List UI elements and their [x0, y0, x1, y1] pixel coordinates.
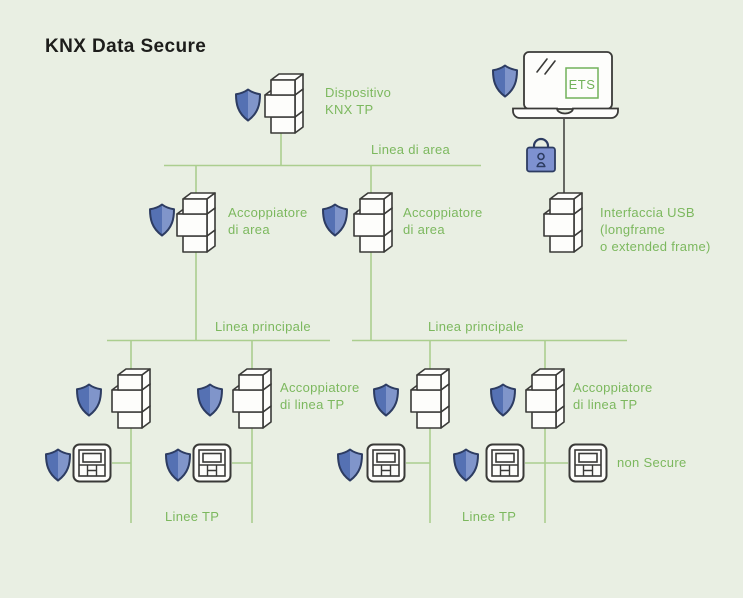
shield-icon [337, 448, 363, 482]
shield-icon [149, 203, 175, 237]
ets-badge [565, 67, 599, 99]
bus-label-linea-principale-left: Linea principale [215, 319, 311, 334]
din-modules [111, 73, 583, 429]
din-module-icon line-coupler-3 [410, 368, 450, 429]
shield-icon [45, 448, 71, 482]
shield-icon [490, 383, 516, 417]
shield-icon [373, 383, 399, 417]
page-title: KNX Data Secure [45, 36, 207, 57]
shield-icon [165, 448, 191, 482]
label-accoppiatore-area-left: Accoppiatore di area [228, 205, 308, 237]
shield-icon [235, 88, 261, 122]
din-module-icon area-coupler-right [353, 192, 393, 253]
label-accoppiatore-linea-left: Accoppiatore di linea TP [280, 380, 360, 412]
wall-device-icon [485, 443, 525, 483]
din-module-icon line-coupler-2 [232, 368, 272, 429]
din-module-icon line-coupler-4 [525, 368, 565, 429]
laptop-base [512, 107, 619, 119]
label-dispositivo-knx-tp: Dispositivo KNX TP [325, 85, 392, 117]
din-module-icon area-coupler-left [176, 192, 216, 253]
bus-label-linee-tp-right: Linee TP [462, 509, 517, 524]
label-interfaccia-usb: Interfaccia USB (longframe o extended fr… [600, 205, 711, 254]
label-non-secure: non Secure [617, 455, 687, 470]
wall-device-icon [192, 443, 232, 483]
shield-icon [76, 383, 102, 417]
shield-icon [197, 383, 223, 417]
shield-icon [492, 64, 518, 98]
ets-label: ETS [569, 77, 596, 92]
shield-icon [322, 203, 348, 237]
wall-device-icon non-secure-device [568, 443, 608, 483]
label-accoppiatore-area-right: Accoppiatore di area [403, 205, 483, 237]
screen-glare-icon [536, 58, 556, 75]
bus-label-linee-tp-left: Linee TP [165, 509, 220, 524]
din-module-icon line-coupler-1 [111, 368, 151, 429]
laptop-icon: ETS [512, 51, 619, 119]
bus-label-linea-principale-right: Linea principale [428, 319, 524, 334]
wall-device-icon [366, 443, 406, 483]
wall-device-icon [72, 443, 112, 483]
din-module-icon knx-tp-device [264, 73, 304, 134]
padlock-icon [526, 137, 556, 173]
bus-label-linea-di-area: Linea di area [371, 142, 451, 157]
shield-icon [453, 448, 479, 482]
label-accoppiatore-linea-right: Accoppiatore di linea TP [573, 380, 653, 412]
din-module-icon usb-interface [543, 192, 583, 253]
